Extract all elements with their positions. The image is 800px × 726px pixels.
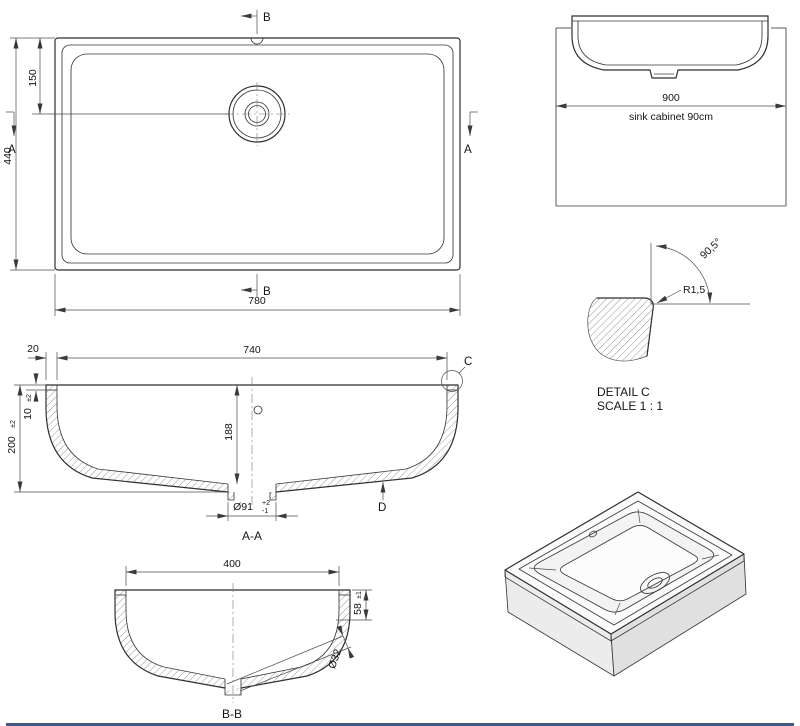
plan-sink-outline	[54, 37, 461, 271]
section-a-left-label: A	[8, 144, 16, 156]
aa-dim-height-label: 200	[6, 436, 18, 454]
bb-hatching	[115, 590, 350, 695]
plan-dim-150: 150	[27, 38, 230, 115]
detail-title: DETAIL C	[597, 385, 650, 399]
detail-scale: SCALE 1 : 1	[597, 399, 663, 413]
aa-dim-rim-tol-label: ±2	[26, 394, 33, 402]
aa-dim-20: 20	[27, 343, 47, 380]
detail-corner-edges	[596, 297, 654, 357]
drain-ring-circle	[232, 89, 282, 139]
plan-overflow-notch	[250, 37, 264, 45]
aa-dim-drain-tol-minus: -1	[262, 508, 268, 515]
aa-d-marker: D	[378, 482, 386, 514]
bb-profile	[114, 583, 351, 703]
bb-dim-depth-label: 58	[352, 603, 364, 615]
aa-dim-rim-thickness-label: 10	[22, 408, 34, 420]
cabinet-caption: sink cabinet 90cm	[629, 111, 713, 123]
cabinet-dim-900: 900 sink cabinet 90cm	[556, 92, 786, 123]
plan-drain	[225, 82, 292, 146]
aa-marker-c-label: C	[464, 356, 472, 368]
aa-dim-drain-91: Ø91 +2 -1	[206, 500, 298, 521]
aa-dim-depth-label: 188	[223, 423, 235, 441]
iso-bowl-corner-edges	[528, 508, 720, 616]
detail-angle-label: 90,5°	[698, 236, 724, 262]
iso-rim-inner-edge	[518, 500, 733, 626]
iso-drain-inner	[647, 577, 663, 589]
detail-c-view: 90,5° R1,5 DETAIL C SCALE 1 : 1	[587, 236, 750, 413]
iso-rim-underside	[504, 554, 745, 642]
bb-dim-depth-tol-label: ±1	[356, 591, 363, 599]
section-marker-a-right: A	[464, 111, 478, 156]
plan-rim-edge	[61, 44, 454, 264]
section-marker-a-left: A	[6, 111, 17, 156]
aa-marker-d-label: D	[378, 502, 386, 514]
isometric-view	[504, 491, 747, 677]
plan-dim-height-label: 440	[2, 147, 14, 165]
aa-dim-height-tol-label: ±2	[10, 420, 17, 428]
section-marker-b-bottom: B	[241, 274, 271, 298]
aa-hatching	[46, 385, 458, 500]
cabinet-outline	[555, 27, 787, 207]
iso-drain-outer	[640, 572, 670, 594]
detail-hatched-section	[587, 298, 654, 362]
aa-dim-188: 188	[223, 385, 240, 484]
aa-dim-740: 740	[56, 344, 448, 380]
detail-radius-label: R1,5	[683, 284, 705, 296]
aa-dim-10: 10 ±2	[22, 373, 46, 420]
aa-overflow-hole	[253, 405, 263, 415]
bb-dim-400: 400	[125, 558, 340, 586]
section-b-top-label: B	[263, 12, 271, 24]
plan-dim-width-label: 780	[248, 295, 266, 307]
plan-dim-780: 780	[54, 274, 461, 316]
plan-bowl-edge	[70, 53, 445, 255]
detail-break-boundary	[587, 297, 648, 362]
bb-dim-58: 58 ±1	[336, 589, 372, 621]
section-bb-view: 400 58 ±1 Ø32 B-B	[114, 558, 372, 721]
aa-dim-drain-label: Ø91	[233, 501, 253, 513]
bb-dim-width-label: 400	[223, 558, 241, 570]
plan-outer-edge	[54, 37, 461, 271]
detail-radius-dim: R1,5	[656, 284, 705, 304]
bb-drain-hole	[224, 679, 242, 696]
iso-overflow-hole	[588, 530, 598, 538]
plan-view: 440 150 780 B B A	[2, 10, 478, 316]
bb-label: B-B	[222, 707, 242, 721]
window-bottom-edge	[6, 723, 794, 726]
section-b-bottom-label: B	[263, 286, 271, 298]
aa-dim-rim-offset-label: 20	[27, 343, 39, 355]
sink-front-profile	[571, 15, 769, 79]
aa-dim-inner-width-label: 740	[243, 344, 261, 356]
aa-drain-flange	[227, 484, 277, 501]
plan-dim-drain-label: 150	[27, 69, 39, 87]
aa-dim-200: 200 ±2	[6, 384, 226, 493]
plan-dim-440: 440	[2, 37, 55, 271]
cabinet-front-view: 900 sink cabinet 90cm	[555, 15, 787, 207]
section-aa-view: 740 20 10 ±2 200 ±2 188	[6, 343, 472, 543]
section-a-right-label: A	[464, 144, 472, 156]
cabinet-dim-label: 900	[662, 92, 680, 104]
aa-label: A-A	[242, 529, 262, 543]
aa-profile	[45, 377, 459, 506]
section-marker-b-top: B	[241, 10, 271, 34]
aa-dim-drain-tol-plus: +2	[262, 500, 270, 507]
aa-detail-c-marker: C	[441, 356, 472, 392]
iso-bowl-bottom	[559, 525, 699, 602]
